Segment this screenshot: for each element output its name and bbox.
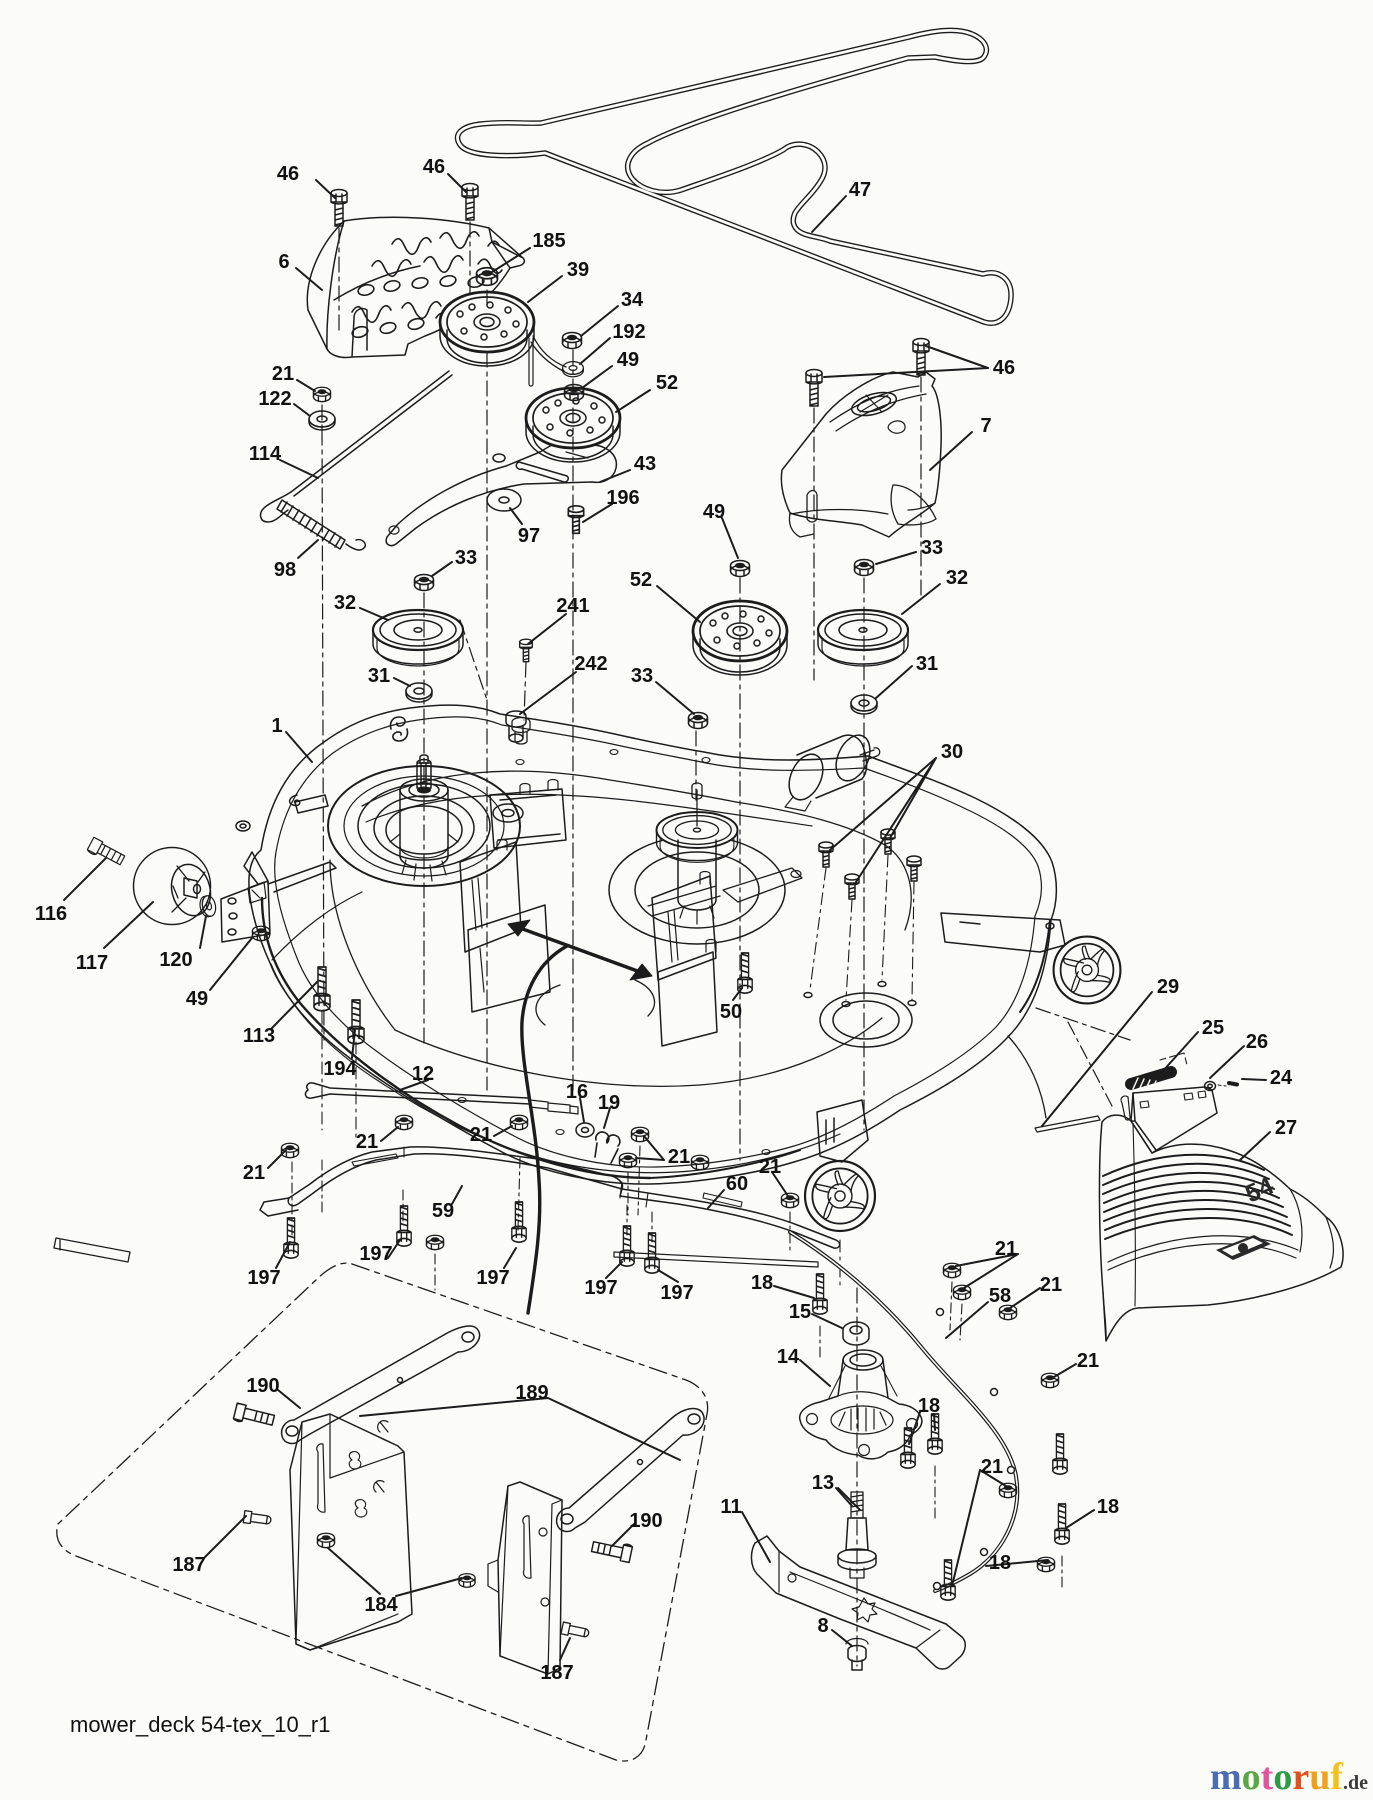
svg-text:46: 46	[277, 163, 299, 185]
svg-text:49: 49	[186, 988, 208, 1010]
svg-text:46: 46	[423, 156, 445, 178]
svg-text:21: 21	[668, 1146, 690, 1168]
svg-text:33: 33	[631, 665, 653, 687]
svg-text:197: 197	[476, 1267, 509, 1289]
svg-text:21: 21	[356, 1131, 378, 1153]
svg-text:197: 197	[359, 1243, 392, 1265]
svg-text:25: 25	[1202, 1017, 1224, 1039]
svg-text:21: 21	[1040, 1274, 1062, 1296]
svg-text:197: 197	[584, 1277, 617, 1299]
svg-text:11: 11	[720, 1496, 741, 1518]
svg-text:187: 187	[540, 1662, 573, 1684]
svg-text:192: 192	[612, 321, 645, 343]
svg-text:19: 19	[598, 1092, 620, 1114]
svg-text:59: 59	[432, 1200, 454, 1222]
svg-text:194: 194	[323, 1058, 357, 1080]
svg-text:21: 21	[243, 1162, 265, 1184]
svg-text:98: 98	[274, 559, 296, 581]
svg-text:97: 97	[518, 525, 540, 547]
svg-text:34: 34	[621, 289, 644, 311]
svg-text:27: 27	[1275, 1117, 1297, 1139]
svg-text:30: 30	[941, 741, 963, 763]
svg-text:60: 60	[726, 1173, 748, 1195]
svg-text:47: 47	[849, 179, 871, 201]
svg-text:14: 14	[777, 1346, 800, 1368]
svg-text:49: 49	[703, 501, 725, 523]
svg-text:113: 113	[243, 1025, 275, 1047]
svg-text:46: 46	[993, 357, 1015, 379]
svg-text:motoruf.de: motoruf.de	[1210, 1756, 1368, 1798]
svg-text:190: 190	[246, 1375, 279, 1397]
svg-text:18: 18	[751, 1272, 773, 1294]
svg-text:15: 15	[789, 1301, 811, 1323]
svg-text:241: 241	[556, 595, 589, 617]
svg-text:197: 197	[247, 1267, 280, 1289]
svg-text:33: 33	[455, 547, 477, 569]
svg-text:21: 21	[1077, 1350, 1099, 1372]
svg-text:120: 120	[159, 949, 192, 971]
svg-text:122: 122	[258, 388, 291, 410]
svg-text:12: 12	[412, 1063, 434, 1085]
svg-text:13: 13	[812, 1472, 834, 1494]
svg-text:16: 16	[566, 1081, 588, 1103]
svg-text:18: 18	[989, 1552, 1011, 1574]
svg-text:mower_deck 54-tex_10_r1: mower_deck 54-tex_10_r1	[70, 1712, 330, 1737]
svg-text:43: 43	[634, 453, 656, 475]
svg-text:21: 21	[995, 1238, 1017, 1260]
svg-text:29: 29	[1157, 976, 1179, 998]
svg-text:189: 189	[515, 1382, 548, 1404]
svg-text:32: 32	[334, 592, 356, 614]
svg-text:197: 197	[660, 1282, 693, 1304]
svg-text:190: 190	[629, 1510, 662, 1532]
svg-text:18: 18	[1097, 1496, 1119, 1518]
svg-text:116: 116	[35, 903, 67, 925]
svg-text:49: 49	[617, 349, 639, 371]
svg-text:32: 32	[946, 567, 968, 589]
svg-text:185: 185	[532, 230, 565, 252]
svg-text:18: 18	[918, 1395, 940, 1417]
svg-text:50: 50	[720, 1001, 742, 1023]
svg-text:31: 31	[368, 665, 390, 687]
svg-text:39: 39	[567, 259, 589, 281]
svg-text:21: 21	[470, 1124, 492, 1146]
svg-text:187: 187	[172, 1554, 205, 1576]
svg-text:31: 31	[916, 653, 938, 675]
svg-text:58: 58	[989, 1285, 1011, 1307]
svg-text:21: 21	[272, 363, 294, 385]
svg-text:26: 26	[1246, 1031, 1268, 1053]
svg-text:21: 21	[981, 1456, 1003, 1478]
svg-text:33: 33	[921, 537, 943, 559]
svg-text:1: 1	[271, 715, 282, 737]
svg-text:184: 184	[364, 1594, 398, 1616]
svg-text:117: 117	[76, 952, 108, 974]
svg-text:52: 52	[656, 372, 678, 394]
svg-text:7: 7	[980, 415, 991, 437]
svg-text:114: 114	[249, 443, 282, 465]
svg-text:8: 8	[817, 1615, 828, 1637]
svg-text:196: 196	[606, 487, 639, 509]
svg-text:21: 21	[759, 1156, 781, 1178]
svg-text:242: 242	[574, 653, 607, 675]
svg-text:24: 24	[1270, 1067, 1293, 1089]
svg-text:52: 52	[630, 569, 652, 591]
svg-text:6: 6	[278, 251, 289, 273]
